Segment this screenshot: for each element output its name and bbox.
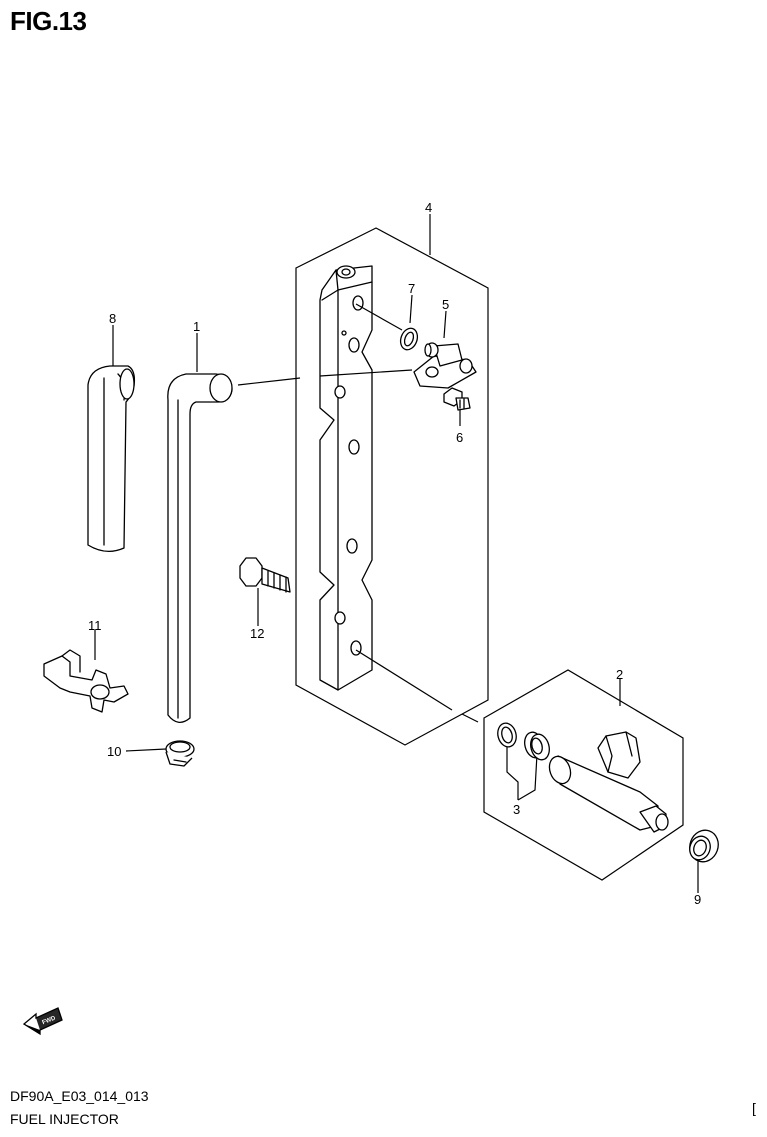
part-3-seals	[497, 722, 550, 761]
part-7-o-ring	[399, 327, 419, 351]
page-mark: [	[752, 1100, 756, 1116]
callout-10: 10	[107, 744, 121, 759]
callout-12: 12	[250, 626, 264, 641]
part-8-short-hose	[87, 365, 136, 552]
assembly-outline-2	[483, 669, 684, 881]
part-1-long-hose	[167, 373, 233, 723]
callout-11: 11	[88, 618, 102, 633]
svg-text:FWD: FWD	[42, 1015, 58, 1026]
figure-name: FUEL INJECTOR	[10, 1111, 119, 1127]
fwd-arrow-icon: FWD	[22, 1007, 63, 1036]
callout-3: 3	[513, 802, 520, 817]
part-10-hose-clamp	[165, 740, 195, 767]
part-6-bolt	[443, 387, 471, 411]
callout-6: 6	[456, 430, 463, 445]
figure-title: FIG.13	[10, 6, 87, 36]
leader-lines	[94, 214, 699, 893]
callout-2: 2	[616, 667, 623, 682]
assembly-outline-4	[295, 227, 489, 746]
part-9-seal	[689, 829, 719, 863]
callout-7: 7	[408, 281, 415, 296]
fuel-injector-body	[548, 731, 669, 833]
part-12-bolt	[239, 557, 291, 593]
drawing-code: DF90A_E03_014_013	[10, 1088, 149, 1104]
callout-8: 8	[109, 311, 116, 326]
callout-9: 9	[694, 892, 701, 907]
callout-1: 1	[193, 319, 200, 334]
part-11-hose-clip	[43, 649, 129, 713]
callout-5: 5	[442, 297, 449, 312]
part-5-fuel-inlet-fitting	[413, 342, 477, 389]
callout-4: 4	[425, 200, 432, 215]
fuel-delivery-pipe	[319, 265, 373, 691]
callout-labels: 4 7 5 8 1 6 12 11 10 2 3 9	[88, 200, 701, 907]
